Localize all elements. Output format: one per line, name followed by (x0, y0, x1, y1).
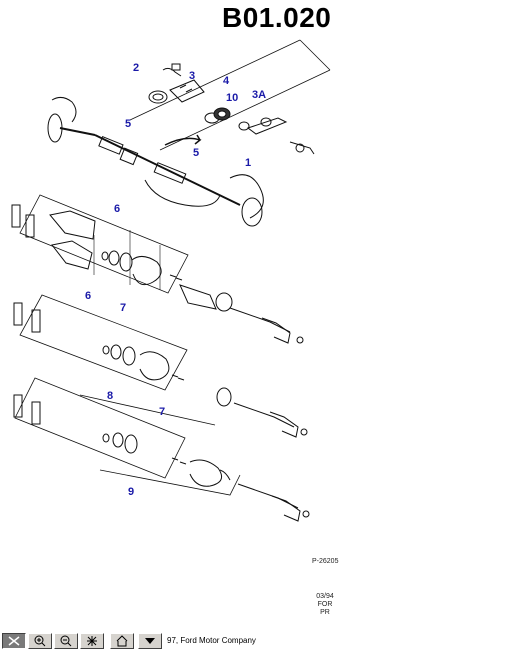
panel-b (13, 294, 308, 438)
dropdown-arrow-icon (145, 638, 155, 644)
callout-6-upper: 6 (114, 203, 121, 215)
callout-5-upper: 5 (125, 118, 132, 130)
callout-3a: 3A (252, 89, 267, 101)
inset-panel (129, 39, 331, 155)
dropdown-button[interactable] (138, 633, 162, 649)
callout-7-lower: 7 (159, 406, 166, 418)
exploded-parts-diagram (11, 39, 331, 522)
select-tool-icon (8, 636, 20, 646)
home-button[interactable] (110, 633, 134, 649)
callout-9: 9 (128, 486, 135, 498)
panel-a (11, 194, 304, 344)
panel-c (13, 377, 310, 522)
callout-5-lower: 5 (193, 147, 200, 159)
viewer-toolbar (0, 633, 520, 650)
callout-6-lower: 6 (85, 290, 92, 302)
copyright-text: 97, Ford Motor Company (167, 636, 256, 645)
reference-line2: FOR (317, 601, 333, 608)
fit-page-button[interactable] (80, 633, 104, 649)
zoom-out-icon (60, 635, 72, 647)
callout-8: 8 (107, 390, 114, 402)
fit-page-icon (87, 636, 97, 646)
callout-10: 10 (226, 92, 239, 104)
callout-1: 1 (245, 157, 252, 169)
home-icon (116, 635, 128, 647)
upper-drive-shaft (47, 96, 264, 227)
zoom-in-button[interactable] (28, 633, 52, 649)
reference-code: P-26205 (312, 558, 339, 565)
page-title: B01.020 (222, 2, 332, 33)
select-tool-button[interactable] (2, 633, 26, 649)
callout-2: 2 (133, 62, 140, 74)
callout-4: 4 (223, 75, 230, 87)
zoom-in-icon (34, 635, 46, 647)
callout-3: 3 (189, 70, 196, 82)
zoom-out-button[interactable] (54, 633, 78, 649)
callout-7-upper: 7 (120, 302, 127, 314)
reference-line3: PR (320, 609, 330, 616)
reference-date: 03/94 (316, 593, 334, 600)
